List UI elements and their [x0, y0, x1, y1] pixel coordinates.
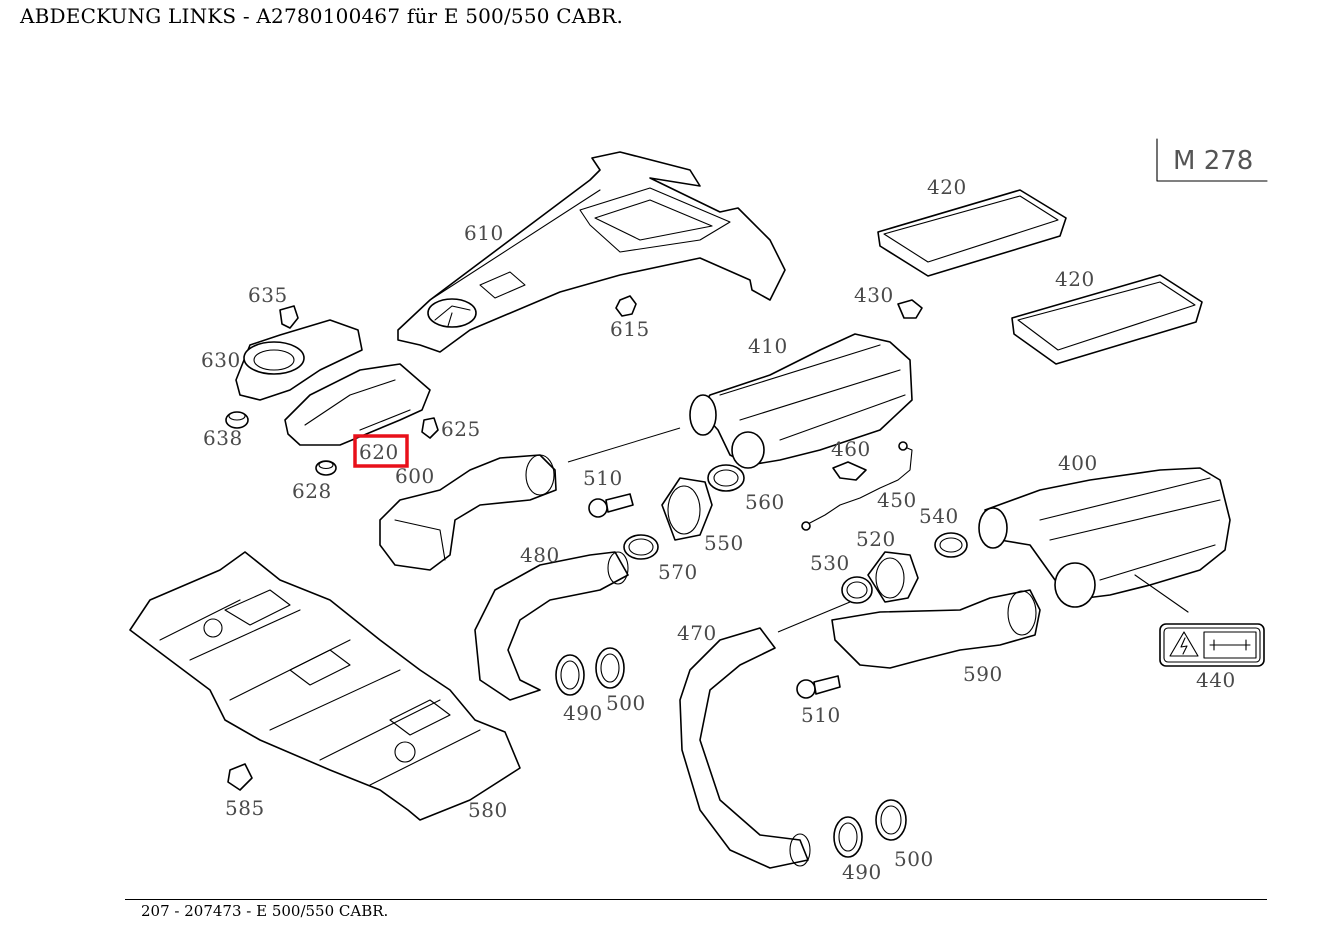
part-635-clip[interactable] — [279, 305, 299, 329]
callout-530: 530 — [810, 551, 850, 575]
footer-divider — [125, 899, 1267, 900]
part-400-air-filter-housing[interactable] — [978, 467, 1231, 613]
part-470-hose[interactable] — [679, 627, 811, 869]
part-420-air-filter-lower[interactable] — [1011, 274, 1203, 365]
callout-440: 440 — [1196, 668, 1236, 692]
callout-625: 625 — [441, 417, 481, 441]
part-510-screw-upper[interactable] — [588, 493, 634, 518]
callout-560: 560 — [745, 490, 785, 514]
callout-550: 550 — [704, 531, 744, 555]
leader-line — [777, 601, 851, 633]
callout-600: 600 — [395, 464, 435, 488]
part-530-clamp[interactable] — [841, 576, 873, 604]
callout-635: 635 — [248, 283, 288, 307]
callout-615: 615 — [610, 317, 650, 341]
callout-570: 570 — [658, 560, 698, 584]
callout-470: 470 — [677, 621, 717, 645]
callout-510-lower: 510 — [801, 703, 841, 727]
part-560-clamp[interactable] — [707, 464, 745, 492]
callout-610: 610 — [464, 221, 504, 245]
callout-510-upper: 510 — [583, 466, 623, 490]
part-430-sensor[interactable] — [897, 299, 923, 319]
highlight-box-620 — [353, 434, 409, 468]
part-600-intake-duct[interactable] — [379, 454, 557, 571]
page-title: ABDECKUNG LINKS - A2780100467 für E 500/… — [20, 4, 624, 28]
engine-code-label: M 278 — [1173, 146, 1253, 176]
part-460-bracket[interactable] — [832, 461, 867, 481]
callout-590: 590 — [963, 662, 1003, 686]
part-630-cover[interactable] — [235, 319, 363, 401]
callout-500-upper: 500 — [606, 691, 646, 715]
part-628-grommet[interactable] — [315, 460, 337, 476]
part-610-engine-cover[interactable] — [397, 151, 786, 353]
part-510-screw-lower[interactable] — [796, 675, 841, 699]
part-620-cover-left[interactable] — [284, 363, 431, 446]
callout-630: 630 — [201, 348, 241, 372]
callout-490-lower: 490 — [842, 860, 882, 884]
callout-410: 410 — [748, 334, 788, 358]
callout-460: 460 — [831, 437, 871, 461]
part-480-hose[interactable] — [474, 551, 629, 701]
part-540-clamp[interactable] — [934, 532, 968, 558]
callout-450: 450 — [877, 488, 917, 512]
callout-580: 580 — [468, 798, 508, 822]
callout-430: 430 — [854, 283, 894, 307]
callout-500-lower: 500 — [894, 847, 934, 871]
part-585-clip[interactable] — [227, 763, 253, 791]
part-490-clamp-lower[interactable] — [833, 816, 863, 858]
callout-520: 520 — [856, 527, 896, 551]
engine-code-box: M 278 — [1156, 138, 1268, 182]
callout-420-lower: 420 — [1055, 267, 1095, 291]
callout-638: 638 — [203, 426, 243, 450]
callout-420-upper: 420 — [927, 175, 967, 199]
callout-620[interactable]: 620 — [359, 440, 399, 464]
callout-628: 628 — [292, 479, 332, 503]
part-615-clip[interactable] — [615, 295, 637, 317]
part-500-clamp-upper[interactable] — [595, 647, 625, 689]
part-420-air-filter-upper[interactable] — [877, 189, 1067, 277]
leader-line — [567, 427, 681, 463]
part-550-air-mass-sensor[interactable] — [661, 477, 713, 541]
callout-480: 480 — [520, 543, 560, 567]
part-500-clamp-lower[interactable] — [875, 799, 907, 841]
part-410-air-filter-housing[interactable] — [689, 333, 913, 469]
part-580-panel[interactable] — [129, 551, 521, 821]
part-570-clamp[interactable] — [623, 534, 659, 560]
part-590-intake-duct[interactable] — [831, 589, 1041, 669]
part-450-sensor-wire[interactable] — [801, 441, 913, 531]
part-638-grommet[interactable] — [225, 411, 249, 429]
part-520-air-mass-sensor[interactable] — [867, 551, 919, 603]
callout-490-upper: 490 — [563, 701, 603, 725]
part-490-clamp-upper[interactable] — [555, 654, 585, 696]
callout-540: 540 — [919, 504, 959, 528]
part-625-clip[interactable] — [421, 417, 439, 439]
callout-400: 400 — [1058, 451, 1098, 475]
part-440-warning-label[interactable] — [1159, 623, 1265, 667]
footer-caption: 207 - 207473 - E 500/550 CABR. — [141, 902, 389, 920]
callout-585: 585 — [225, 796, 265, 820]
